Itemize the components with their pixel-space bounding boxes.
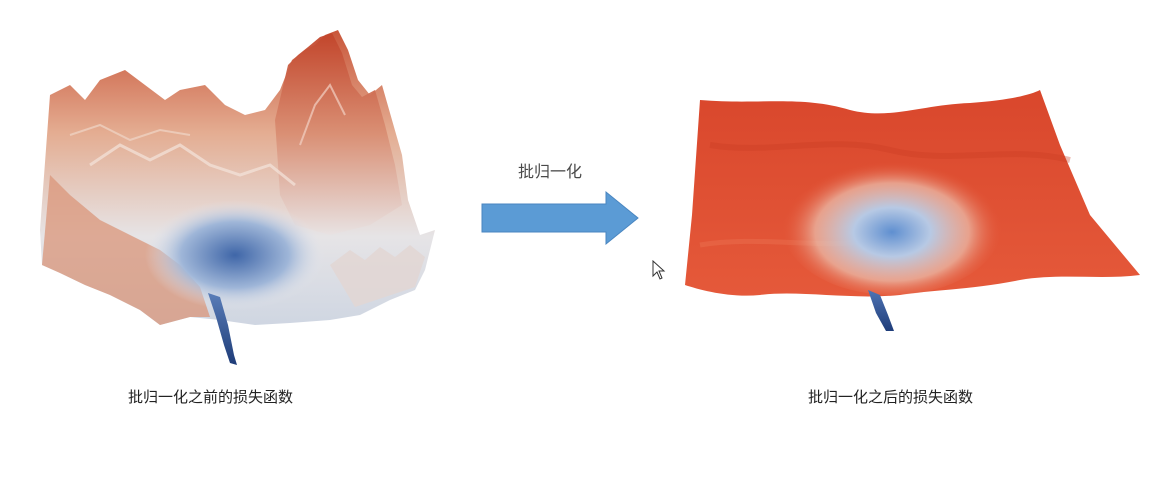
- caption-before: 批归一化之前的损失函数: [128, 388, 294, 406]
- arrow-label: 批归一化: [518, 162, 583, 181]
- mouse-pointer-icon: [652, 260, 666, 280]
- loss-surface-before-image: [40, 30, 435, 365]
- caption-after: 批归一化之后的损失函数: [808, 388, 974, 406]
- right-arrow-icon: [481, 190, 639, 246]
- loss-surface-after-image: [685, 90, 1140, 331]
